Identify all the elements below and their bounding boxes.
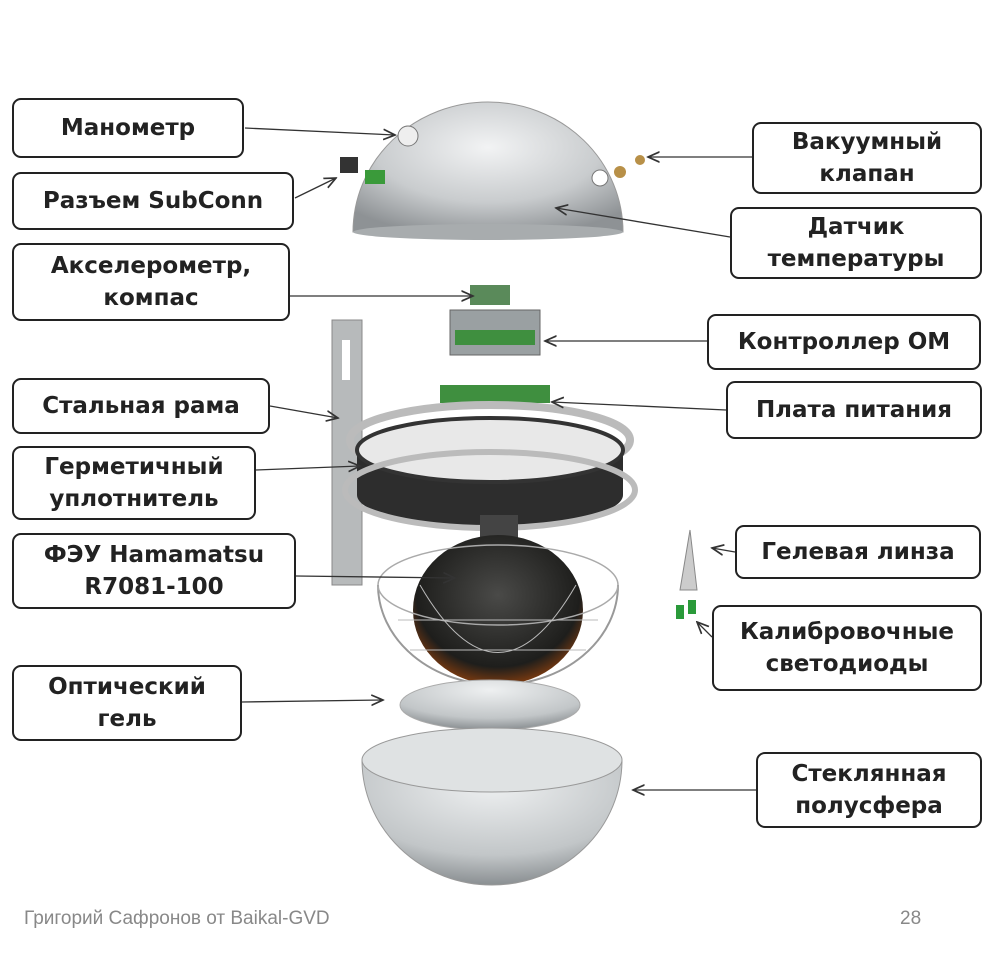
label-seal: Герметичный уплотнитель bbox=[12, 446, 256, 520]
label-controller: Контроллер ОМ bbox=[707, 314, 981, 370]
label-glass-hemisphere: Стеклянная полусфера bbox=[756, 752, 982, 828]
label-manometer: Манометр bbox=[12, 98, 244, 158]
label-vacuum-valve: Вакуумный клапан bbox=[752, 122, 982, 194]
footer-author: Григорий Сафронов от Baikal-GVD bbox=[24, 908, 330, 929]
steel-frame bbox=[331, 319, 638, 586]
label-power-board: Плата питания bbox=[726, 381, 982, 439]
gel-disk bbox=[399, 679, 581, 731]
electronics-stack bbox=[440, 285, 550, 403]
label-pmt: ФЭУ Hamamatsu R7081-100 bbox=[12, 533, 296, 609]
label-calibration-leds: Калибровочные светодиоды bbox=[712, 605, 982, 691]
label-steel-frame: Стальная рама bbox=[12, 378, 270, 434]
label-accelerometer-compass: Акселерометр, компас bbox=[12, 243, 290, 321]
label-gel-lens: Гелевая линза bbox=[735, 525, 981, 579]
label-temperature-sensor: Датчик температуры bbox=[730, 207, 982, 279]
pmt-and-mesh bbox=[377, 515, 698, 686]
label-optical-gel: Оптический гель bbox=[12, 665, 242, 741]
glass-hemisphere bbox=[361, 727, 623, 886]
page-number: 28 bbox=[900, 908, 922, 929]
top-hemisphere bbox=[340, 101, 645, 240]
label-subconn-connector: Разъем SubConn bbox=[12, 172, 294, 230]
leader-arrows bbox=[241, 127, 756, 790]
